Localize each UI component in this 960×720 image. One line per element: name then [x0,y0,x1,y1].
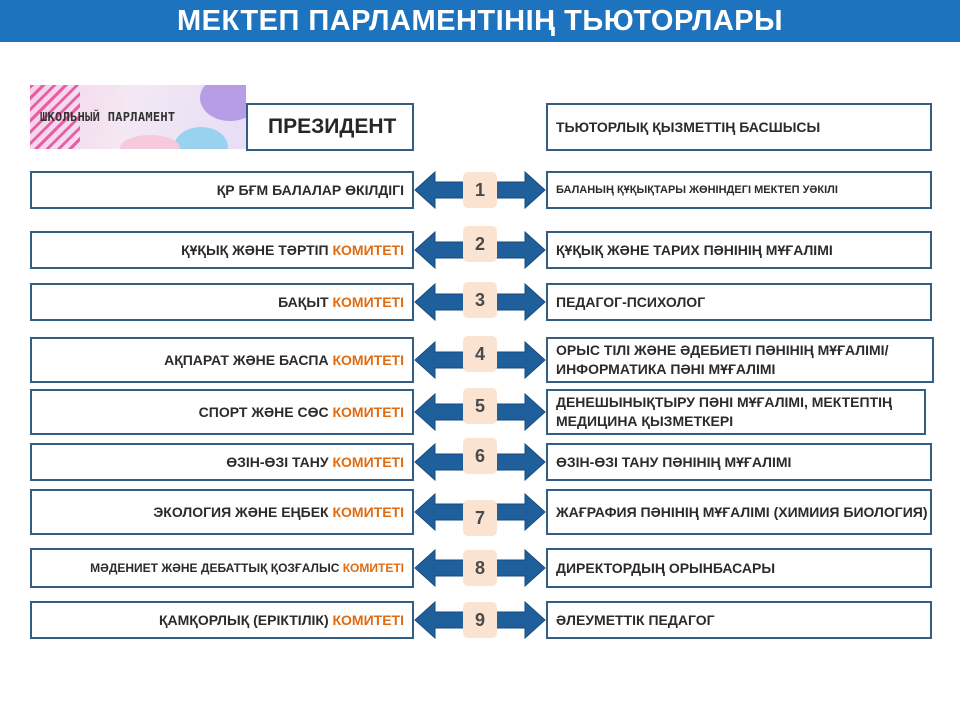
tutor-label: БАЛАНЫҢ ҚҰҚЫҚТАРЫ ЖӨНІНДЕГІ МЕКТЕП УӘКІЛ… [556,183,838,196]
committee-label: ҚАМҚОРЛЫҚ (ЕРІКТІЛІК) КОМИТЕТІ [159,612,404,628]
number-badge: 6 [463,438,497,474]
committee-word: КОМИТЕТІ [342,561,404,575]
logo-stripes [30,85,80,149]
committee-word: КОМИТЕТІ [332,404,405,420]
committee-box: АҚПАРАТ ЖӘНЕ БАСПА КОМИТЕТІ [30,337,414,383]
school-parliament-logo: ШКОЛЬНЫЙ ПАРЛАМЕНТ [30,85,246,149]
committee-word: КОМИТЕТІ [332,294,405,310]
logo-text: ШКОЛЬНЫЙ ПАРЛАМЕНТ [40,110,176,124]
committee-label: БАҚЫТ КОМИТЕТІ [278,294,404,310]
committee-label: ҚР БҒМ БАЛАЛАР ӨКІЛДІГІ [217,182,404,198]
committee-box: СПОРТ ЖӘНЕ СӨС КОМИТЕТІ [30,389,414,435]
committee-name: СПОРТ ЖӘНЕ СӨС [198,404,333,420]
tutor-label: ДИРЕКТОРДЫҢ ОРЫНБАСАРЫ [556,559,776,576]
tutor-box: ОРЫС ТІЛІ ЖӘНЕ ӘДЕБИЕТІ ПӘНІНІҢ МҰҒАЛІМІ… [546,337,934,383]
committee-label: МӘДЕНИЕТ ЖӘНЕ ДЕБАТТЫҚ ҚОЗҒАЛЫС КОМИТЕТІ [90,561,404,575]
tutor-label: ҚҰҚЫҚ ЖӘНЕ ТАРИХ ПӘНІНІҢ МҰҒАЛІМІ [556,241,833,258]
committee-name: ҚР БҒМ БАЛАЛАР ӨКІЛДІГІ [216,182,404,198]
committee-name: БАҚЫТ [278,294,333,310]
number-badge: 1 [463,172,497,208]
number-badge: 7 [463,500,497,536]
number-badge: 2 [463,226,497,262]
committee-label: ҚҰҚЫҚ ЖӘНЕ ТӘРТІП КОМИТЕТІ [181,242,404,258]
committee-name: АҚПАРАТ ЖӘНЕ БАСПА [164,352,333,368]
committee-box: ҚҰҚЫҚ ЖӘНЕ ТӘРТІП КОМИТЕТІ [30,231,414,269]
number-badge: 3 [463,282,497,318]
tutor-box: ӘЛЕУМЕТТІК ПЕДАГОГ [546,601,932,639]
tutor-label: ПЕДАГОГ-ПСИХОЛОГ [556,293,706,310]
number-badge: 4 [463,336,497,372]
committee-box: ҚАМҚОРЛЫҚ (ЕРІКТІЛІК) КОМИТЕТІ [30,601,414,639]
committee-box: МӘДЕНИЕТ ЖӘНЕ ДЕБАТТЫҚ ҚОЗҒАЛЫС КОМИТЕТІ [30,548,414,588]
tutor-label: ДЕНЕШЫНЫҚТЫРУ ПӘНІ МҰҒАЛІМІ, МЕКТЕПТІҢ М… [556,394,893,429]
tutor-box: ПЕДАГОГ-ПСИХОЛОГ [546,283,932,321]
tutor-head-label: ТЬЮТОРЛЫҚ ҚЫЗМЕТТІҢ БАСШЫСЫ [556,118,821,135]
tutor-label: ЖАҒРАФИЯ ПӘНІНІҢ МҰҒАЛІМІ (ХИМИИЯ БИОЛОГ… [556,503,928,520]
logo-blob [174,127,228,149]
committee-label: СПОРТ ЖӘНЕ СӨС КОМИТЕТІ [199,404,404,420]
committee-box: ӨЗІН-ӨЗІ ТАНУ КОМИТЕТІ [30,443,414,481]
president-box: ПРЕЗИДЕНТ [246,103,414,151]
header-bar: МЕКТЕП ПАРЛАМЕНТІНІҢ ТЬЮТОРЛАРЫ [0,0,960,42]
committee-name: ҚҰҚЫҚ ЖӘНЕ ТӘРТІП [181,242,333,258]
tutor-box: БАЛАНЫҢ ҚҰҚЫҚТАРЫ ЖӨНІНДЕГІ МЕКТЕП УӘКІЛ… [546,171,932,209]
tutor-box: ДИРЕКТОРДЫҢ ОРЫНБАСАРЫ [546,548,932,588]
committee-box: ЭКОЛОГИЯ ЖӘНЕ ЕҢБЕК КОМИТЕТІ [30,489,414,535]
number-badge: 5 [463,388,497,424]
tutor-box: ӨЗІН-ӨЗІ ТАНУ ПӘНІНІҢ МҰҒАЛІМІ [546,443,932,481]
tutor-box: ДЕНЕШЫНЫҚТЫРУ ПӘНІ МҰҒАЛІМІ, МЕКТЕПТІҢ М… [546,389,926,435]
committee-name: ҚАМҚОРЛЫҚ (ЕРІКТІЛІК) [158,612,333,628]
committee-label: ЭКОЛОГИЯ ЖӘНЕ ЕҢБЕК КОМИТЕТІ [153,504,404,520]
logo-blob [120,135,180,149]
tutor-box: ЖАҒРАФИЯ ПӘНІНІҢ МҰҒАЛІМІ (ХИМИИЯ БИОЛОГ… [546,489,932,535]
committee-word: КОМИТЕТІ [332,504,405,520]
committee-name: МӘДЕНИЕТ ЖӘНЕ ДЕБАТТЫҚ ҚОЗҒАЛЫС [90,561,343,575]
committee-word: КОМИТЕТІ [332,242,405,258]
committee-word: КОМИТЕТІ [332,352,405,368]
committee-box: БАҚЫТ КОМИТЕТІ [30,283,414,321]
committee-word: КОМИТЕТІ [332,454,405,470]
committee-name: ЭКОЛОГИЯ ЖӘНЕ ЕҢБЕК [153,504,333,520]
tutor-box: ҚҰҚЫҚ ЖӘНЕ ТАРИХ ПӘНІНІҢ МҰҒАЛІМІ [546,231,932,269]
committee-word: КОМИТЕТІ [332,612,405,628]
number-badge: 8 [463,550,497,586]
tutor-label: ОРЫС ТІЛІ ЖӘНЕ ӘДЕБИЕТІ ПӘНІНІҢ МҰҒАЛІМІ… [556,342,889,377]
committee-box: ҚР БҒМ БАЛАЛАР ӨКІЛДІГІ [30,171,414,209]
committee-label: ӨЗІН-ӨЗІ ТАНУ КОМИТЕТІ [226,454,404,470]
committee-name: ӨЗІН-ӨЗІ ТАНУ [226,454,333,470]
tutor-head-box: ТЬЮТОРЛЫҚ ҚЫЗМЕТТІҢ БАСШЫСЫ [546,103,932,151]
president-label: ПРЕЗИДЕНТ [268,115,397,138]
number-badge: 9 [463,602,497,638]
tutor-label: ӘЛЕУМЕТТІК ПЕДАГОГ [556,611,715,628]
tutor-label: ӨЗІН-ӨЗІ ТАНУ ПӘНІНІҢ МҰҒАЛІМІ [556,453,792,470]
page-title: МЕКТЕП ПАРЛАМЕНТІНІҢ ТЬЮТОРЛАРЫ [176,4,784,37]
committee-label: АҚПАРАТ ЖӘНЕ БАСПА КОМИТЕТІ [164,352,404,368]
